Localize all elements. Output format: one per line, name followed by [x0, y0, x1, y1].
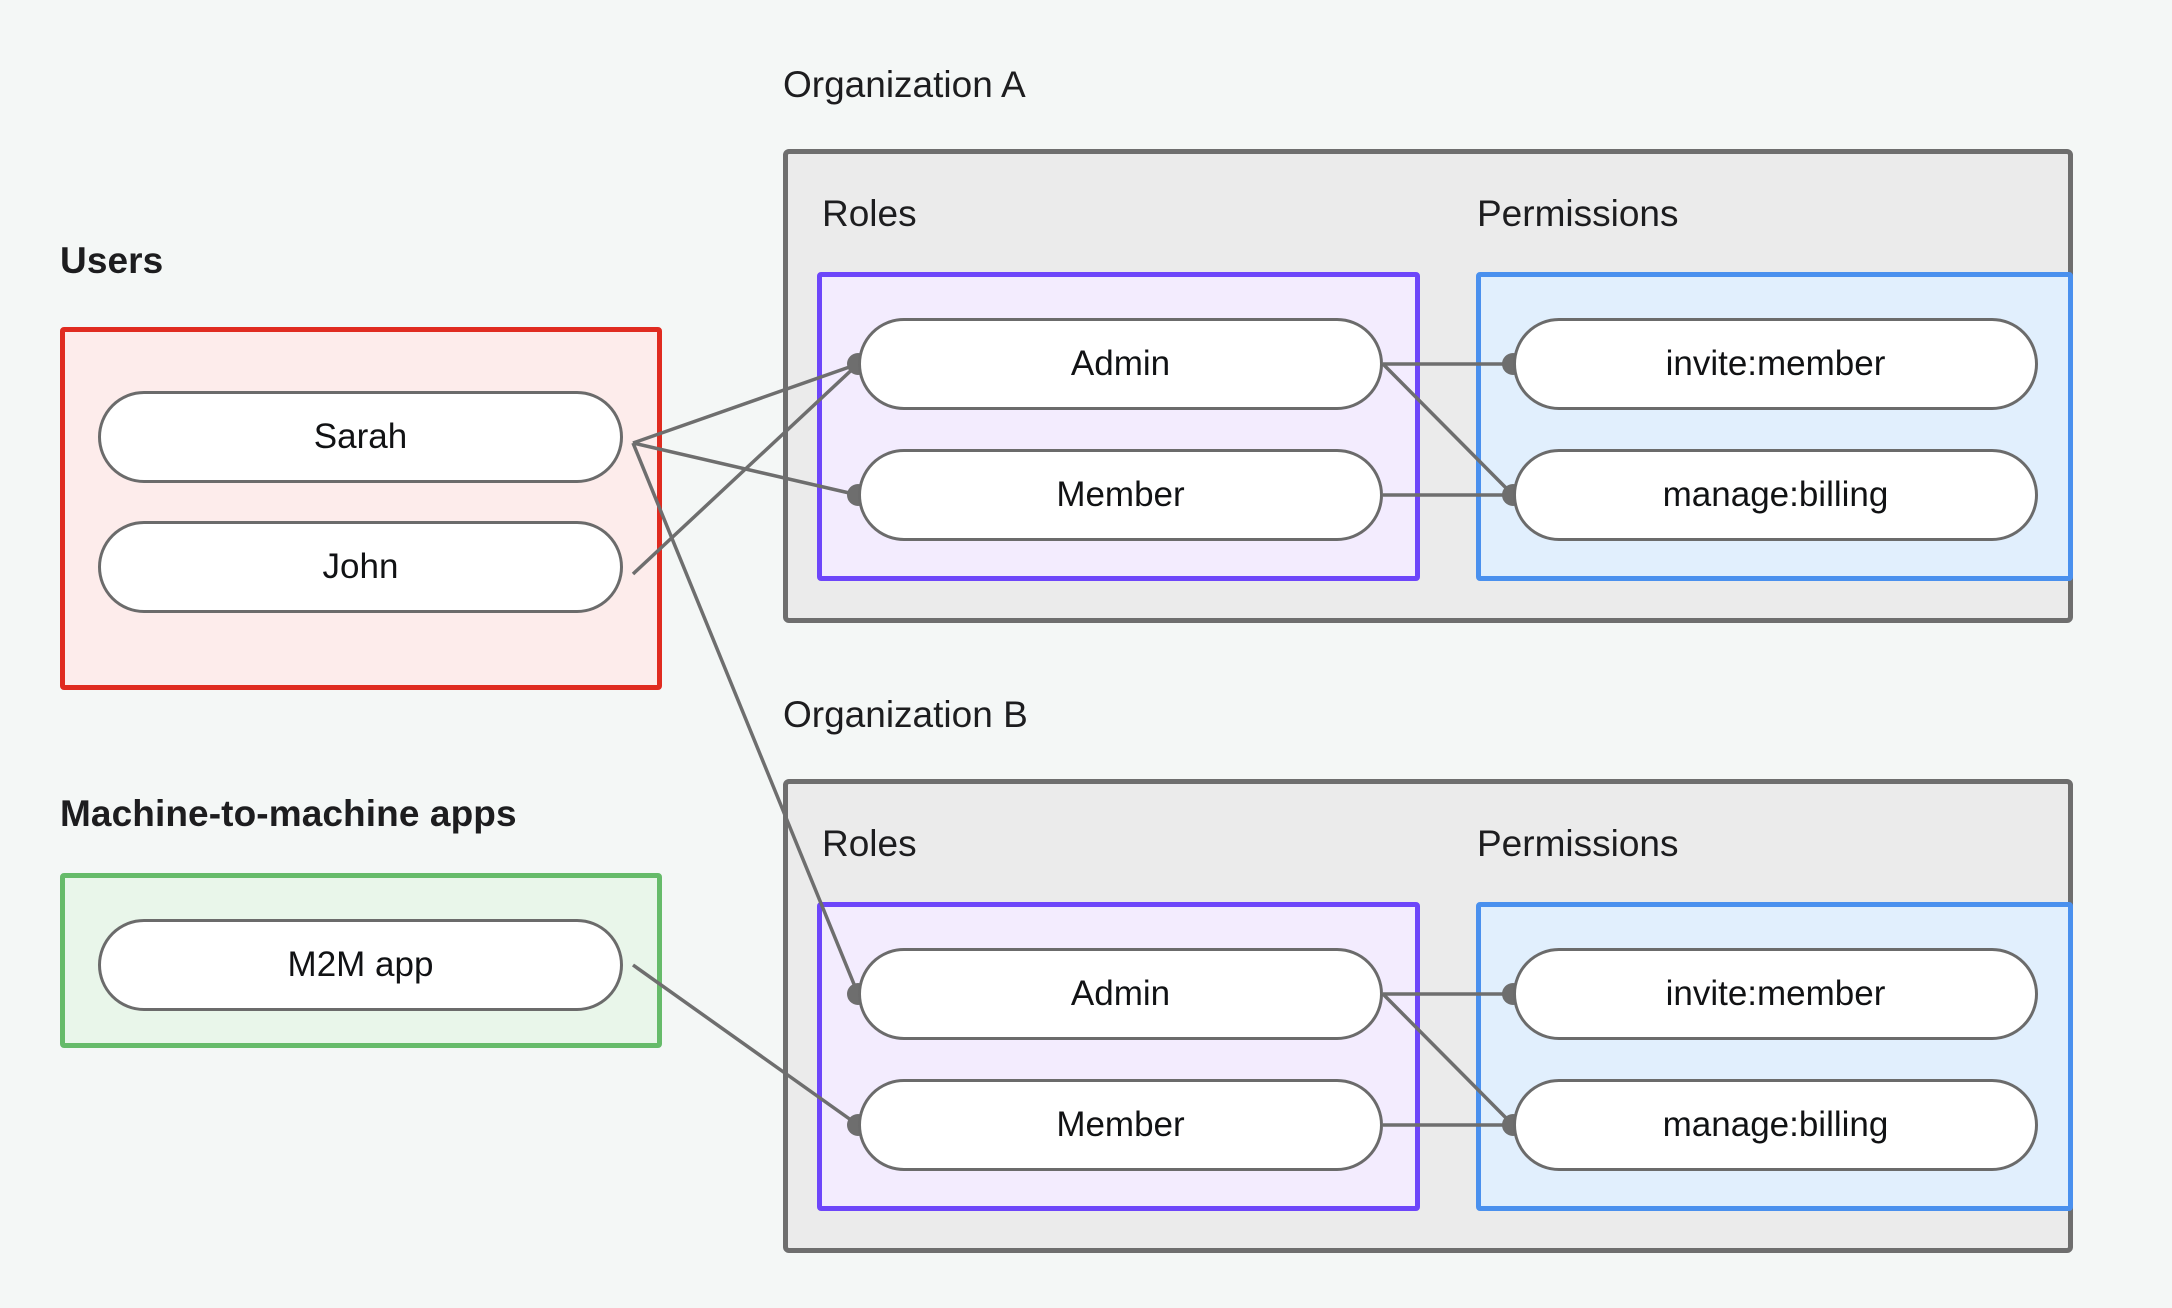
- org-b-caption: Organization B: [783, 694, 1028, 735]
- node-org-b-role-member[interactable]: Member: [858, 1079, 1383, 1171]
- m2m-caption: Machine-to-machine apps: [60, 793, 517, 834]
- node-org-a-permission-invite-member[interactable]: invite:member: [1513, 318, 2038, 410]
- node-org-a-role-admin[interactable]: Admin: [858, 318, 1383, 410]
- node-org-b-permission-manage-billing[interactable]: manage:billing: [1513, 1079, 2038, 1171]
- node-john[interactable]: John: [98, 521, 623, 613]
- org-a-roles-caption: Roles: [822, 193, 917, 234]
- users-caption: Users: [60, 240, 164, 281]
- node-org-b-permission-invite-member[interactable]: invite:member: [1513, 948, 2038, 1040]
- node-org-a-role-member[interactable]: Member: [858, 449, 1383, 541]
- node-org-a-permission-manage-billing[interactable]: manage:billing: [1513, 449, 2038, 541]
- org-a-permissions-caption: Permissions: [1477, 193, 1679, 234]
- org-a-caption: Organization A: [783, 64, 1026, 105]
- node-org-b-role-admin[interactable]: Admin: [858, 948, 1383, 1040]
- org-b-permissions-caption: Permissions: [1477, 823, 1679, 864]
- users-group-box: [60, 327, 662, 690]
- node-m2m-app[interactable]: M2M app: [98, 919, 623, 1011]
- node-sarah[interactable]: Sarah: [98, 391, 623, 483]
- org-b-roles-caption: Roles: [822, 823, 917, 864]
